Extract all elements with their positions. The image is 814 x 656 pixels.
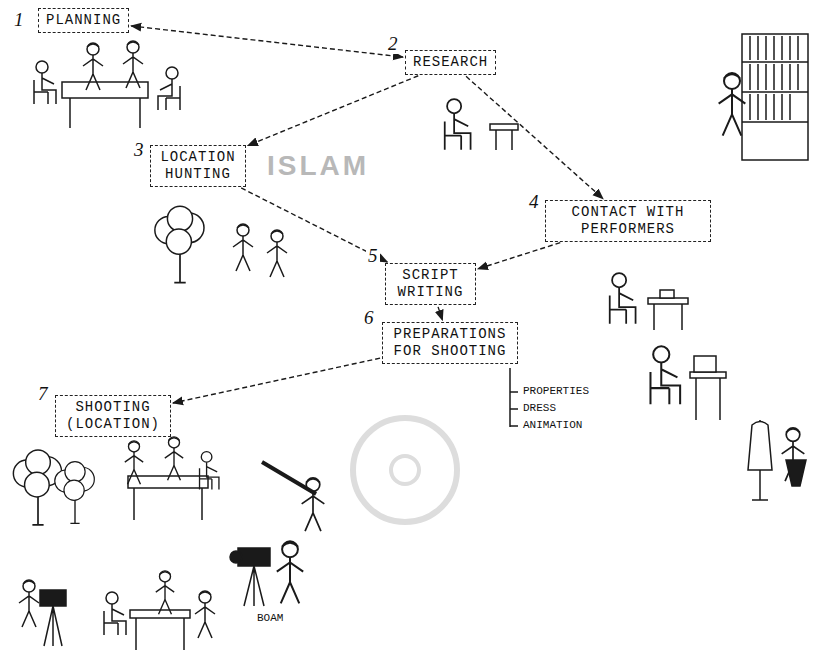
flow-arrow: [131, 26, 403, 57]
process-box: PLANNING: [38, 8, 129, 33]
item-label: PROPERTIES: [521, 385, 591, 398]
box-label: SHOOTING (LOCATION): [63, 399, 163, 433]
item-label: ANIMATION: [521, 419, 584, 432]
callout-number: 2: [386, 34, 400, 54]
flow-arrow: [478, 243, 560, 269]
process-box: PREPARATIONS FOR SHOOTING: [382, 322, 518, 364]
flow-arrow: [173, 358, 380, 403]
box-label: LOCATION HUNTING: [158, 149, 238, 183]
flow-arrow: [438, 307, 442, 320]
flow-arrow: [466, 76, 603, 198]
process-box: SHOOTING (LOCATION): [55, 395, 171, 437]
process-box: CONTACT WITH PERFORMERS: [545, 200, 711, 242]
callout-number: 5: [366, 246, 380, 266]
callout-number: 6: [362, 308, 376, 328]
box-label: PREPARATIONS FOR SHOOTING: [390, 326, 510, 360]
item-label: BOAM: [255, 612, 285, 625]
process-box: LOCATION HUNTING: [150, 145, 246, 187]
flow-arrow: [248, 76, 418, 146]
callout-number: 3: [132, 140, 146, 160]
callout-number: 1: [12, 10, 26, 30]
process-box: SCRIPT WRITING: [385, 263, 476, 305]
item-label: DRESS: [521, 402, 558, 415]
box-label: RESEARCH: [413, 54, 488, 71]
box-label: SCRIPT WRITING: [393, 267, 468, 301]
box-label: CONTACT WITH PERFORMERS: [553, 204, 703, 238]
callout-number: 7: [36, 384, 50, 404]
watermark: ISLAM: [265, 150, 371, 182]
callout-number: 4: [527, 192, 541, 212]
box-label: PLANNING: [46, 12, 121, 29]
process-box: RESEARCH: [405, 50, 496, 75]
